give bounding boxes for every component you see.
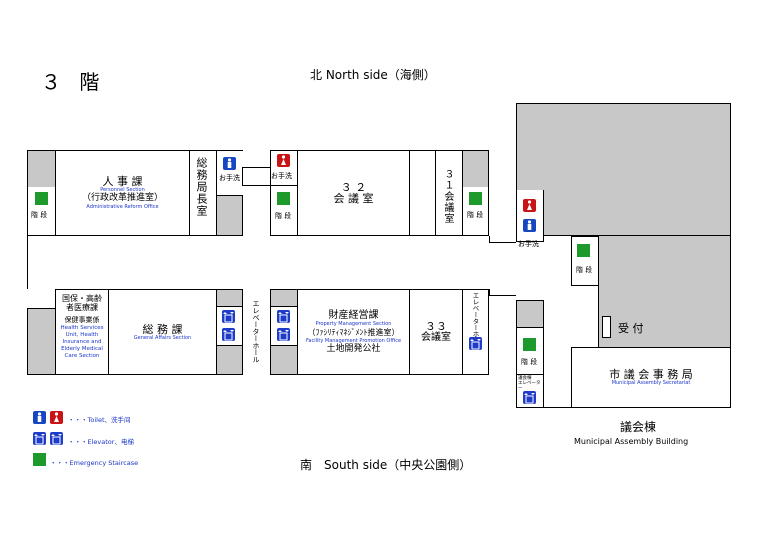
elevator-hall-label: エレベーターホール [252,300,260,363]
room-name: ３３ [425,320,447,333]
gray-block [216,195,243,236]
room-zaisan: 財産経営課 Property Management Section （ﾌｧｼﾘﾃ… [297,289,410,375]
emergency-stairs-icon [469,192,482,205]
elevator-east: エレベーターホール [462,289,489,375]
room-jinji: 人 事 課 Personnel Section （行政改革推進室） Admini… [55,150,190,236]
room-sub: 保健事業係 [64,316,100,324]
room-name: 国保・高齢 [62,294,102,303]
elevator-icon [523,391,536,404]
emergency-stairs-icon [577,244,590,257]
room-name-en: Personnel Section [100,187,145,193]
room-name: ３ ２ [340,181,367,194]
room-31: ３１会議室 [435,150,463,236]
room-name-en: Property Management Section [315,320,392,327]
gray-block [216,289,243,307]
stairs-label: 階 段 [31,211,48,219]
room-sub: （ﾌｧｼﾘﾃｨﾏﾈｼﾞﾒﾝﾄ推進室） [307,327,400,337]
building-label-en: Municipal Assembly Building [574,437,689,446]
room-kokuho: 国保・高齢 者医療課 保健事業係 Health Services Unit, H… [55,289,109,375]
room-33: ３３ 会議室 [409,289,463,375]
stairs-label: 階 段 [275,212,292,220]
elevator-icon [277,310,290,323]
room-name: 総務局長室 [195,157,208,217]
toilet-male-icon [33,411,46,424]
emergency-stairs-icon [277,192,290,205]
toilet-female-icon [277,154,290,167]
assembly-gray-right [598,235,731,348]
toilet-male-icon [523,219,536,232]
floor-title: ３ 階 [41,70,106,94]
wall-segment [489,236,490,243]
toilet-male-icon [223,157,236,170]
stairs-label: 階 段 [467,211,484,219]
corridor-area [27,236,517,289]
washroom-label: お手洗 [271,172,292,180]
wall-segment [489,289,490,296]
elevator-label: 議会棟 [518,376,532,381]
washroom-label: お手洗 [219,174,240,182]
legend-elevator: ・・・Elevator、电梯 [68,438,134,446]
room-name: 者医療課 [66,303,98,312]
stairs-label: 階 段 [576,266,593,274]
wall-segment [243,167,271,168]
elevator-icon [33,432,46,445]
elevator-icon [222,310,235,323]
room-32: ３ ２ 会 議 室 [297,150,410,236]
wall-segment [242,167,243,186]
legend-toilet: ・・・Toilet、洗手间 [68,416,131,424]
legend-staircase: ・・・Emergency Staircase [50,459,139,467]
toilet-female-icon [523,199,536,212]
wall-segment [243,185,271,186]
room-name: ３１会議室 [442,169,453,224]
reception-counter [602,316,611,338]
toilet-female-icon [50,411,63,424]
room-32-side [409,150,436,236]
gray-block [270,289,298,307]
room-somu-kyokucho: 総務局長室 [189,150,217,236]
emergency-stairs-icon [35,192,48,205]
elevator-label: エレベーター [518,381,541,391]
emergency-stairs-icon [523,338,536,351]
elevator-icon [277,328,290,341]
washroom-east [516,190,544,242]
assembly-gray-top [516,103,731,236]
elevator-icon [50,432,63,445]
room-name: 人 事 課 [102,175,143,188]
south-label: 南 South side（中央公園側） [300,458,472,472]
room-sub-en: Administrative Reform Office [86,204,159,210]
room-name-en: Health Services Unit, Health Insurance a… [60,325,104,359]
room-shigikai: 市 議 会 事 務 局 Municipal Assembly Secretari… [571,347,731,408]
gray-block [270,345,298,375]
washroom-label: お手洗 [518,240,539,248]
wall-segment [543,407,571,408]
gray-block [216,345,243,375]
room-name: 会 議 室 [333,192,374,205]
wall-segment [489,242,516,243]
bottom-left-gray [27,308,56,375]
gray-block [516,300,544,328]
room-name-en: Municipal Assembly Secretariat [611,380,691,386]
wall-segment [489,295,516,296]
room-sub: （行政改革推進室） [81,193,163,203]
stairs-label: 階 段 [521,358,538,366]
north-label: 北 North side（海側） [310,68,436,82]
elevator-icon [222,328,235,341]
wall-segment [571,347,572,408]
room-sub-en: Facility Management Promotion Office [305,337,402,344]
reception-label: 受 付 [618,322,644,335]
room-name: 財産経営課 [328,309,379,321]
room-somu: 総 務 課 General Affairs Section [108,289,217,375]
building-label-jp: 議会棟 [620,420,657,434]
elevator-icon [469,337,482,350]
elevator-hall-label: エレベーターホール [471,292,479,351]
room-name: 市 議 会 事 務 局 [609,368,693,381]
wall-segment [598,285,599,348]
room-name: 会議室 [421,332,451,343]
room-name: 総 務 課 [142,322,183,336]
room-extra: 土地開発公社 [326,343,381,354]
room-name-en: General Affairs Section [133,334,192,341]
emergency-stairs-icon [33,453,46,466]
